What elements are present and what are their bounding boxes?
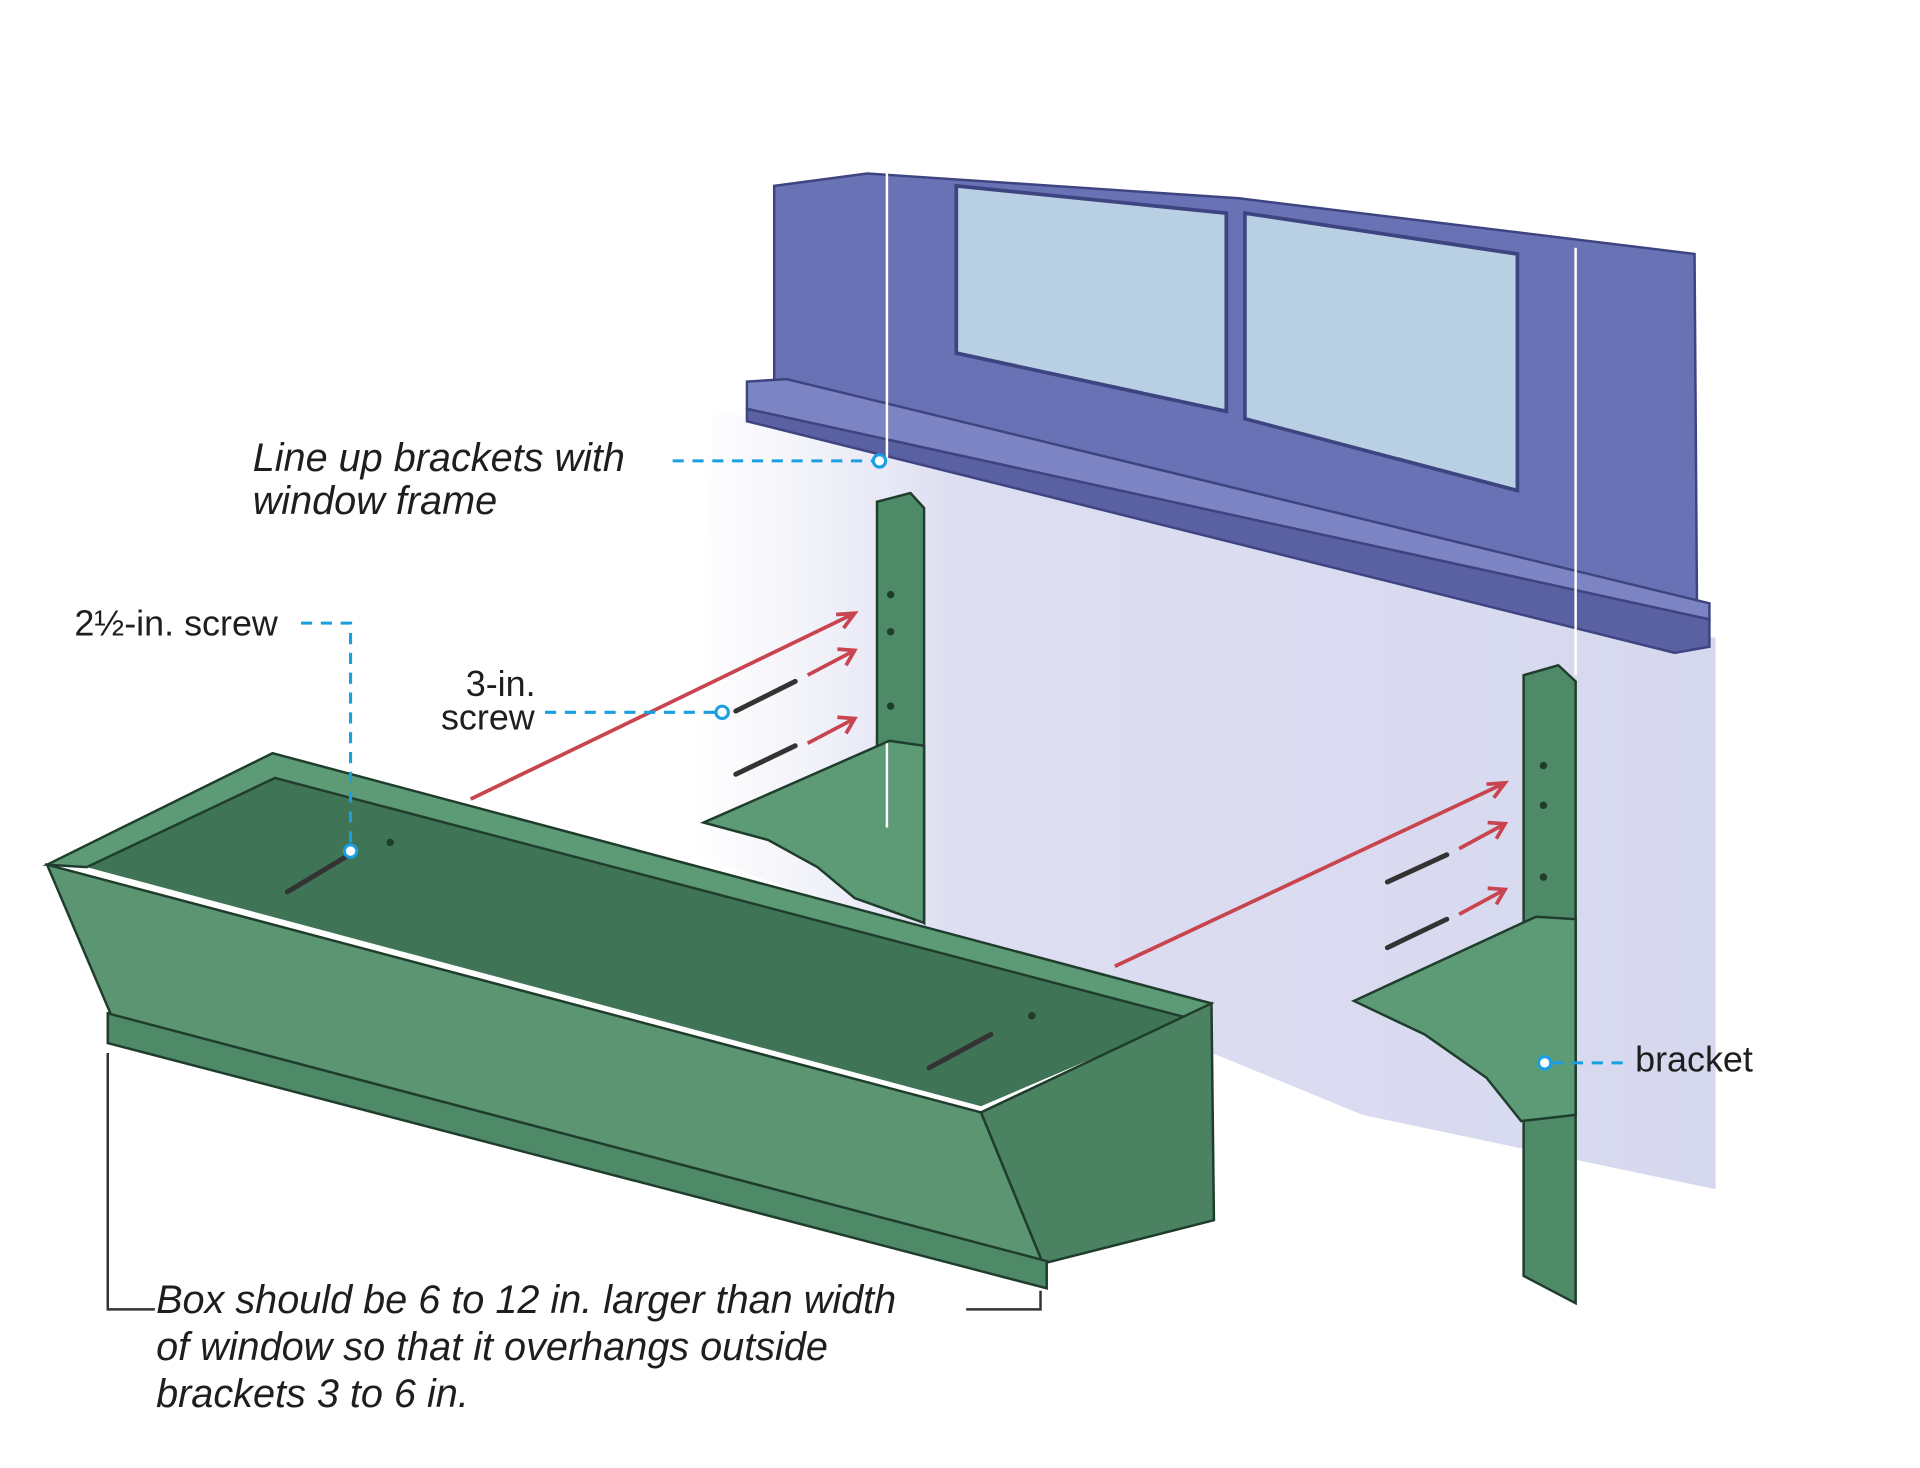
label-screw-3-1: 3-in. [466,663,536,704]
label-line-up-2: window frame [253,479,497,523]
label-screw-3-2: screw [441,697,536,738]
bracket-right [1350,663,1577,1306]
label-line-up-1: Line up brackets with [253,436,625,480]
callout-screw-3: 3-in. screw [441,663,730,738]
glass-pane-left [954,183,1229,414]
window-sill-top [745,377,1711,621]
callout-box-size: Box should be 6 to 12 in. larger than wi… [106,1052,1042,1416]
box-end-face [979,1001,1216,1266]
window [745,172,1711,676]
callout-bracket: bracket [1536,1039,1753,1080]
label-box-1: Box should be 6 to 12 in. larger than wi… [156,1278,896,1322]
box-bottom-trim [106,1011,1048,1290]
window-box [42,751,1216,1290]
install-arrows [469,611,1509,968]
box-interior [86,777,1187,1107]
screws [284,678,1450,1071]
label-screw-2-5: 2½-in. screw [74,603,279,644]
label-bracket: bracket [1635,1039,1753,1080]
label-box-3: brackets 3 to 6 in. [156,1372,469,1416]
bracket-left [699,491,926,926]
callout-line-up: Line up brackets with window frame [253,436,888,523]
window-sill-front [745,407,1711,655]
label-box-2: of window so that it overhangs outside [156,1325,828,1369]
glass-pane-right [1243,210,1520,494]
callout-screw-2-5: 2½-in. screw [74,603,359,859]
